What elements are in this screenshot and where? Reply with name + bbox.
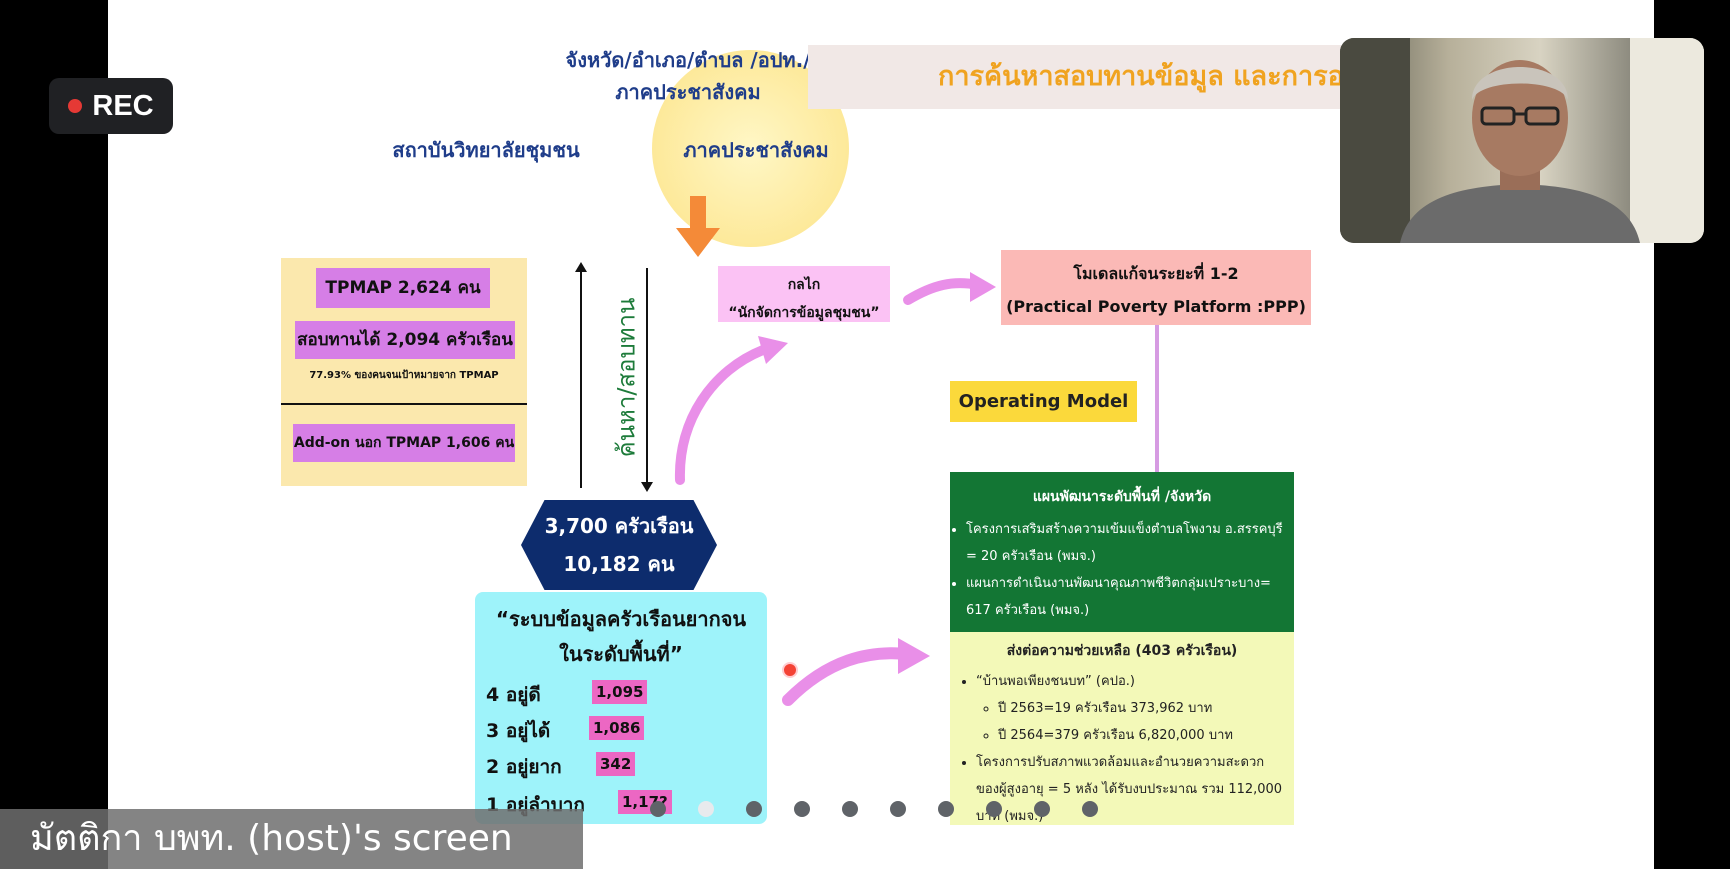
speaker-silhouette [1340, 38, 1704, 243]
assist-sublist: ปี 2563=19 ครัวเรือน 373,962 บาท ปี 2564… [976, 695, 1284, 749]
operating-model-badge: Operating Model [950, 381, 1137, 422]
plan-list: โครงการเสริมสร้างความเข้มแข็งตำบลโพงาม อ… [950, 516, 1294, 624]
pagination-dot[interactable] [794, 801, 810, 817]
curved-arrow-bottom-head [898, 638, 930, 674]
plan-title: แผนพัฒนาระดับพื้นที่ /จังหวัด [1032, 489, 1212, 505]
plan-item-1: โครงการเสริมสร้างความเข้มแข็งตำบลโพงาม อ… [966, 516, 1286, 570]
vertical-label: ค้นหา/สอบทาน [612, 297, 641, 458]
curved-arrow-up-head [758, 336, 788, 364]
slide-pagination[interactable] [650, 801, 1098, 817]
assist-item-1-text: “บ้านพอเพียงชนบท” (คปอ.) [976, 674, 1135, 689]
pointer-dot [782, 662, 798, 678]
mechanism-line-2: “นักจัดการข้อมูลชุมชน” [728, 305, 880, 321]
orange-down-arrow [676, 196, 720, 257]
down-arrow-head [641, 482, 653, 492]
record-dot-icon [68, 99, 83, 113]
tpmap-box: TPMAP 2,624 คน [316, 268, 490, 308]
model-box: โมเดลแก้จนระยะที่ 1-2 (Practical Poverty… [1001, 250, 1311, 325]
pagination-dot[interactable] [1082, 801, 1098, 817]
level-3-label: 3 อยู่ได้ [486, 720, 551, 742]
tpmap-note: 77.93% ของคนจนเป้าหมายจาก TPMAP [309, 370, 499, 381]
assist-box: ส่งต่อความช่วยเหลือ (403 ครัวเรือน) “บ้า… [950, 632, 1294, 825]
households-line-1: 3,700 ครัวเรือน [544, 514, 694, 538]
panel-divider [281, 403, 527, 405]
plan-item-2: แผนการดำเนินงานพัฒนาคุณภาพชีวิตกลุ่มเปรา… [966, 570, 1286, 624]
plan-box: แผนพัฒนาระดับพื้นที่ /จังหวัด โครงการเสร… [950, 472, 1294, 632]
level-2-label: 2 อยู่ยาก [486, 756, 562, 778]
assist-item-2: โครงการปรับสภาพแวดล้อมและอำนวยความสะดวกข… [976, 749, 1284, 830]
up-arrow-head [575, 262, 587, 272]
assist-sub-1: ปี 2563=19 ครัวเรือน 373,962 บาท [998, 695, 1284, 722]
pagination-dot[interactable] [986, 801, 1002, 817]
label-community-college: สถาบันวิทยาลัยชุมชน [392, 138, 580, 162]
tpmap-panel: TPMAP 2,624 คน สอบทานได้ 2,094 ครัวเรือน… [281, 258, 527, 486]
mechanism-box: กลไก “นักจัดการข้อมูลชุมชน” [718, 266, 890, 322]
curved-arrow-right-head [970, 272, 996, 302]
assist-list: “บ้านพอเพียงชนบท” (คปอ.) ปี 2563=19 ครัว… [960, 668, 1294, 830]
verified-box: สอบทานได้ 2,094 ครัวเรือน [295, 321, 515, 359]
level-4-label: 4 อยู่ดี [486, 684, 541, 706]
pagination-dot[interactable] [698, 801, 714, 817]
pagination-dot[interactable] [746, 801, 762, 817]
assist-sub-2: ปี 2564=379 ครัวเรือน 6,820,000 บาท [998, 722, 1284, 749]
curved-arrow-bottom [782, 647, 914, 706]
curved-arrow-right [903, 278, 983, 305]
recording-indicator: REC [49, 78, 173, 134]
top-line-2: ภาคประชาสังคม [615, 80, 761, 104]
pagination-dot[interactable] [842, 801, 858, 817]
households-hexagon: 3,700 ครัวเรือน 10,182 คน [521, 500, 717, 590]
speaker-video [1340, 38, 1704, 243]
addon-box: Add-on นอก TPMAP 1,606 คน [293, 424, 515, 462]
pagination-dot[interactable] [938, 801, 954, 817]
level-3-value: 1,086 [589, 716, 645, 740]
level-4-value: 1,095 [592, 680, 648, 704]
model-line-1: โมเดลแก้จนระยะที่ 1-2 [1073, 264, 1239, 283]
mechanism-line-1: กลไก [787, 277, 821, 293]
pagination-dot[interactable] [890, 801, 906, 817]
pagination-dot[interactable] [650, 801, 666, 817]
system-title-1: “ระบบข้อมูลครัวเรือนยากจน [495, 607, 747, 631]
vertical-label-wrap: ค้นหา/สอบทาน [608, 296, 644, 458]
arrows-layer [575, 196, 1159, 706]
households-line-2: 10,182 คน [563, 552, 675, 576]
curved-arrow-up [674, 345, 768, 485]
level-2-value: 342 [596, 752, 636, 776]
poverty-system-box [475, 592, 767, 824]
pagination-dot[interactable] [1034, 801, 1050, 817]
top-line-1: จังหวัด/อำเภอ/ตำบล /อปท./ [565, 48, 811, 72]
recording-label: REC [92, 89, 154, 122]
assist-item-1: “บ้านพอเพียงชนบท” (คปอ.) ปี 2563=19 ครัว… [976, 668, 1284, 749]
model-line-2: (Practical Poverty Platform :PPP) [1006, 297, 1306, 316]
system-title-2: ในระดับพื้นที่” [559, 642, 683, 666]
label-civil-society: ภาคประชาสังคม [683, 138, 829, 162]
screen-share-caption: มัตติกา บพท. (host)'s screen [0, 809, 583, 869]
assist-title: ส่งต่อความช่วยเหลือ (403 ครัวเรือน) [1006, 643, 1238, 659]
